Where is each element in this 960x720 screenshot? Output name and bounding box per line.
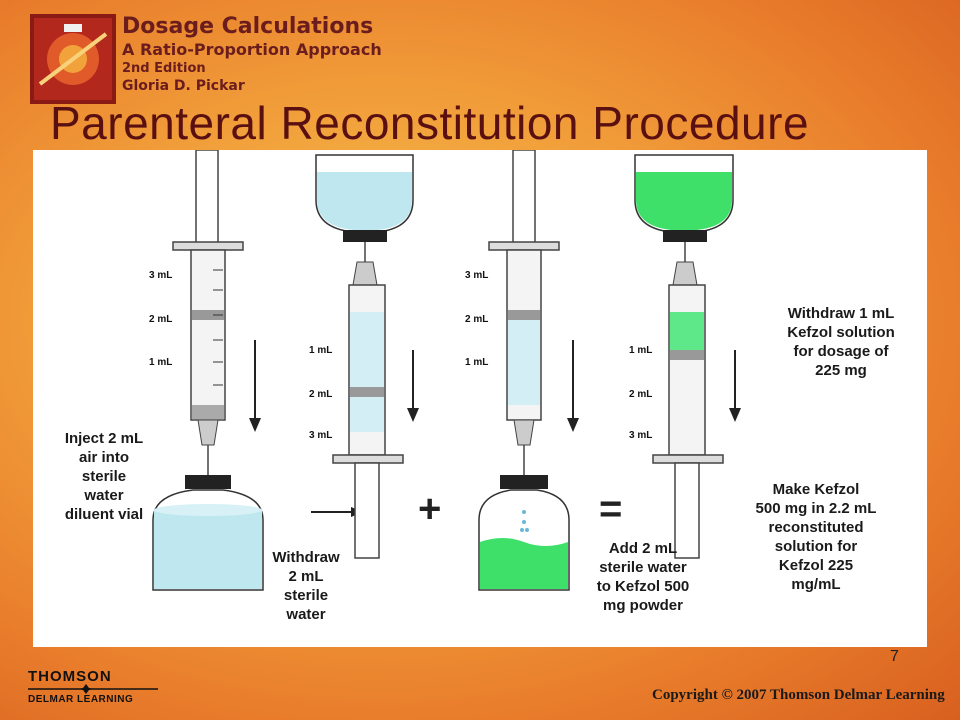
slide-title: Parenteral Reconstitution Procedure (50, 97, 810, 149)
arrow-down-2-head (407, 408, 419, 422)
star-divider-icon (28, 684, 158, 694)
publisher-logo: THOMSON DELMAR LEARNING (28, 664, 158, 712)
syringe-3 (488, 150, 560, 480)
page-number: 7 (890, 648, 899, 665)
step3-caption: Add 2 mL sterile water to Kefzol 500 mg … (596, 540, 690, 614)
figure-illustration: 3 mL 2 mL 1 mL (149, 150, 741, 591)
syringe-4-label-3ml: 3 mL (629, 430, 652, 441)
book-cover-logo (30, 14, 116, 104)
plus-sign: + (418, 487, 441, 531)
book-title-block: Dosage Calculations A Ratio-Proportion A… (122, 14, 382, 96)
step1-caption: Inject 2 mL air into sterile water dilue… (64, 430, 144, 523)
book-subtitle: A Ratio-Proportion Approach (122, 40, 382, 59)
syringe-1-label-1ml: 1 mL (149, 357, 172, 368)
equals-sign: = (599, 487, 622, 531)
arrow-down-3-head (567, 418, 579, 432)
step5-caption: Withdraw 1 mL Kefzol solution for dosage… (787, 305, 895, 379)
arrow-down-4-head (729, 408, 741, 422)
syringe-2-label-1ml: 1 mL (309, 345, 332, 356)
kefzol-vial (478, 475, 570, 591)
book-author: Gloria D. Pickar (122, 78, 245, 94)
syringe-4-label-2ml: 2 mL (629, 389, 652, 400)
arrow-down-1-head (249, 418, 261, 432)
copyright-notice: Copyright © 2007 Thomson Delmar Learning (652, 687, 945, 703)
publisher-delmar: DELMAR LEARNING (28, 694, 134, 705)
book-edition: 2nd Edition (122, 61, 206, 76)
syringe-1 (172, 150, 244, 480)
water-vial (152, 475, 264, 591)
syringe-3-label-1ml: 1 mL (465, 357, 488, 368)
inverted-water-vial (315, 154, 414, 262)
step2-caption: Withdraw 2 mL sterile water (272, 549, 340, 623)
step4-caption: Make Kefzol 500 mg in 2.2 mL reconstitut… (755, 481, 877, 593)
publisher-thomson: THOMSON (28, 668, 112, 685)
inverted-kefzol-vial (634, 154, 734, 262)
syringe-3-label-2ml: 2 mL (465, 314, 488, 325)
syringe-3-label-3ml: 3 mL (465, 270, 488, 281)
syringe-2-label-2ml: 2 mL (309, 389, 332, 400)
reconstitution-figure: 3 mL 2 mL 1 mL (33, 150, 927, 647)
syringe-4-label-1ml: 1 mL (629, 345, 652, 356)
book-title: Dosage Calculations (122, 14, 374, 39)
syringe-1-label-3ml: 3 mL (149, 270, 172, 281)
syringe-2-label-3ml: 3 mL (309, 430, 332, 441)
syringe-1-label-2ml: 2 mL (149, 314, 172, 325)
syringe-4 (652, 261, 724, 559)
syringe-2 (332, 261, 404, 559)
